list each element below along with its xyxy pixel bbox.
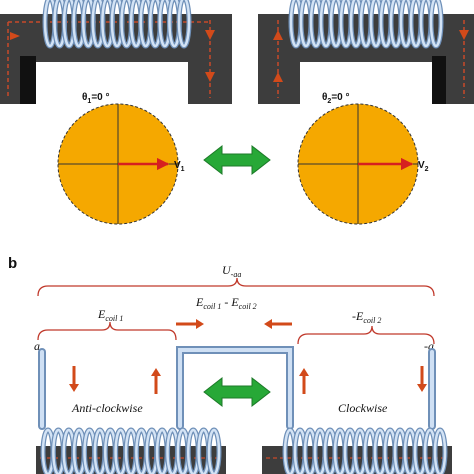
coil-turn-highlight	[433, 428, 447, 474]
panel-a: θ1=0 ° V1 θ2=0 ° V2	[0, 0, 474, 225]
right-core-notch	[432, 56, 446, 104]
panel-b-double-arrow	[203, 376, 271, 408]
left-core-flux-arrow	[205, 72, 215, 82]
right-coil	[288, 0, 444, 49]
panel-b-label: b	[8, 255, 17, 272]
left-angle-label: θ1=0 °	[82, 92, 110, 105]
u-aa-brace	[37, 277, 435, 297]
left-core-flux-arrow	[205, 30, 215, 40]
bottom-left-coil	[40, 427, 222, 474]
coil-turn-highlight	[177, 0, 191, 48]
emf-arrowhead-right	[196, 319, 204, 329]
clockwise-label: Clockwise	[338, 401, 388, 415]
left-velocity-label: V1	[174, 160, 185, 173]
panel-b: b U-aa Ecoil 1 Ecoil 1 - Ecoil 2 -Ecoil …	[8, 255, 452, 474]
right-core-flux-arrow	[273, 72, 283, 82]
left-rotor: θ1=0 ° V1	[57, 92, 185, 225]
terminal-minus-a: -a	[424, 339, 434, 353]
bottom-right-coil	[282, 427, 448, 474]
e-coil1-label: Ecoil 1	[97, 307, 123, 323]
right-core-flux-arrow	[459, 30, 469, 40]
left-core-notch	[20, 56, 36, 104]
coil-turn-highlight	[429, 0, 443, 48]
anti-clockwise-label: Anti-clockwise	[71, 401, 143, 415]
right-angle-label: θ2=0 °	[322, 92, 350, 105]
coil-wires	[38, 346, 436, 430]
u-aa-label: U-aa	[222, 263, 241, 279]
right-core-flux-arrow	[273, 30, 283, 40]
coil-turn-highlight	[207, 428, 221, 474]
left-core	[0, 14, 232, 104]
emf-arrowhead-left	[264, 319, 272, 329]
terminal-a: a	[34, 339, 40, 353]
left-coil	[42, 0, 192, 49]
right-velocity-label: V2	[418, 160, 429, 173]
neg-e-coil2-label: -Ecoil 2	[352, 309, 381, 325]
panel-a-double-arrow	[203, 144, 271, 176]
right-rotor: θ2=0 ° V2	[297, 92, 429, 225]
left-core-flux-arrow	[10, 32, 20, 40]
e-coil1-brace	[37, 321, 177, 341]
e-coil2-brace	[297, 325, 435, 345]
emf-difference-label: Ecoil 1 - Ecoil 2	[195, 295, 257, 311]
